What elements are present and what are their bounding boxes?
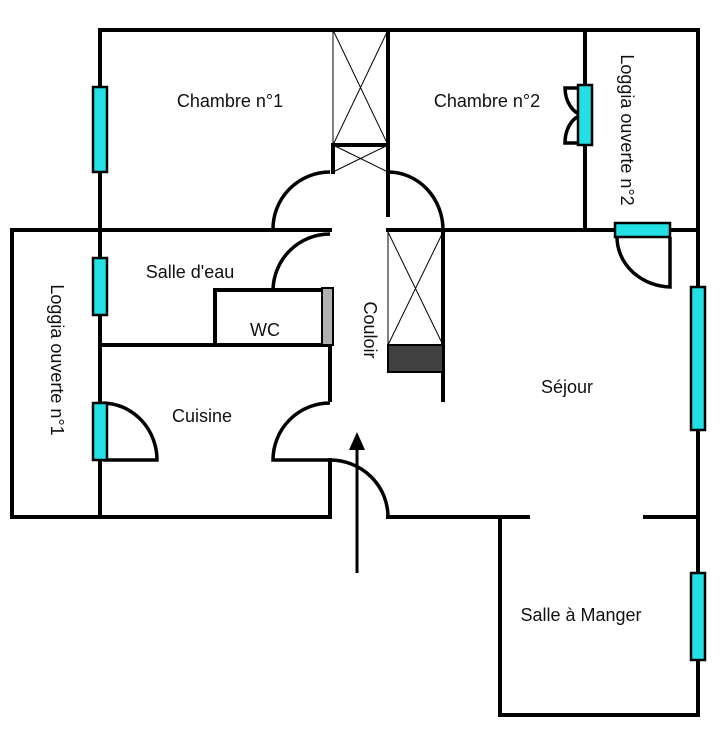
door-salle-eau (271, 232, 331, 292)
label-chambre2: Chambre n°2 (434, 91, 540, 111)
label-wc: WC (250, 320, 280, 340)
door-cuisine (271, 401, 331, 462)
label-sejour: Séjour (541, 377, 593, 397)
room-labels: Chambre n°1 Chambre n°2 Salle d'eau WC C… (47, 54, 642, 625)
label-chambre1: Chambre n°1 (177, 91, 283, 111)
door-chambre1 (271, 170, 331, 231)
door-chambre2 (387, 170, 445, 231)
entrance-arrow-icon (349, 432, 365, 573)
label-salle-manger: Salle à Manger (520, 605, 641, 625)
closets (332, 29, 444, 373)
label-cuisine: Cuisine (172, 406, 232, 426)
wc-door (321, 287, 334, 346)
label-loggia2: Loggia ouverte n°2 (617, 54, 637, 205)
windows (91, 83, 707, 662)
cabinet (387, 344, 444, 373)
door-loggia1 (102, 401, 159, 462)
door-loggia2 (615, 236, 672, 289)
door-entrance (329, 458, 390, 518)
label-salle-eau: Salle d'eau (146, 262, 235, 282)
label-couloir: Couloir (360, 301, 380, 358)
label-loggia1: Loggia ouverte n°1 (47, 284, 67, 435)
